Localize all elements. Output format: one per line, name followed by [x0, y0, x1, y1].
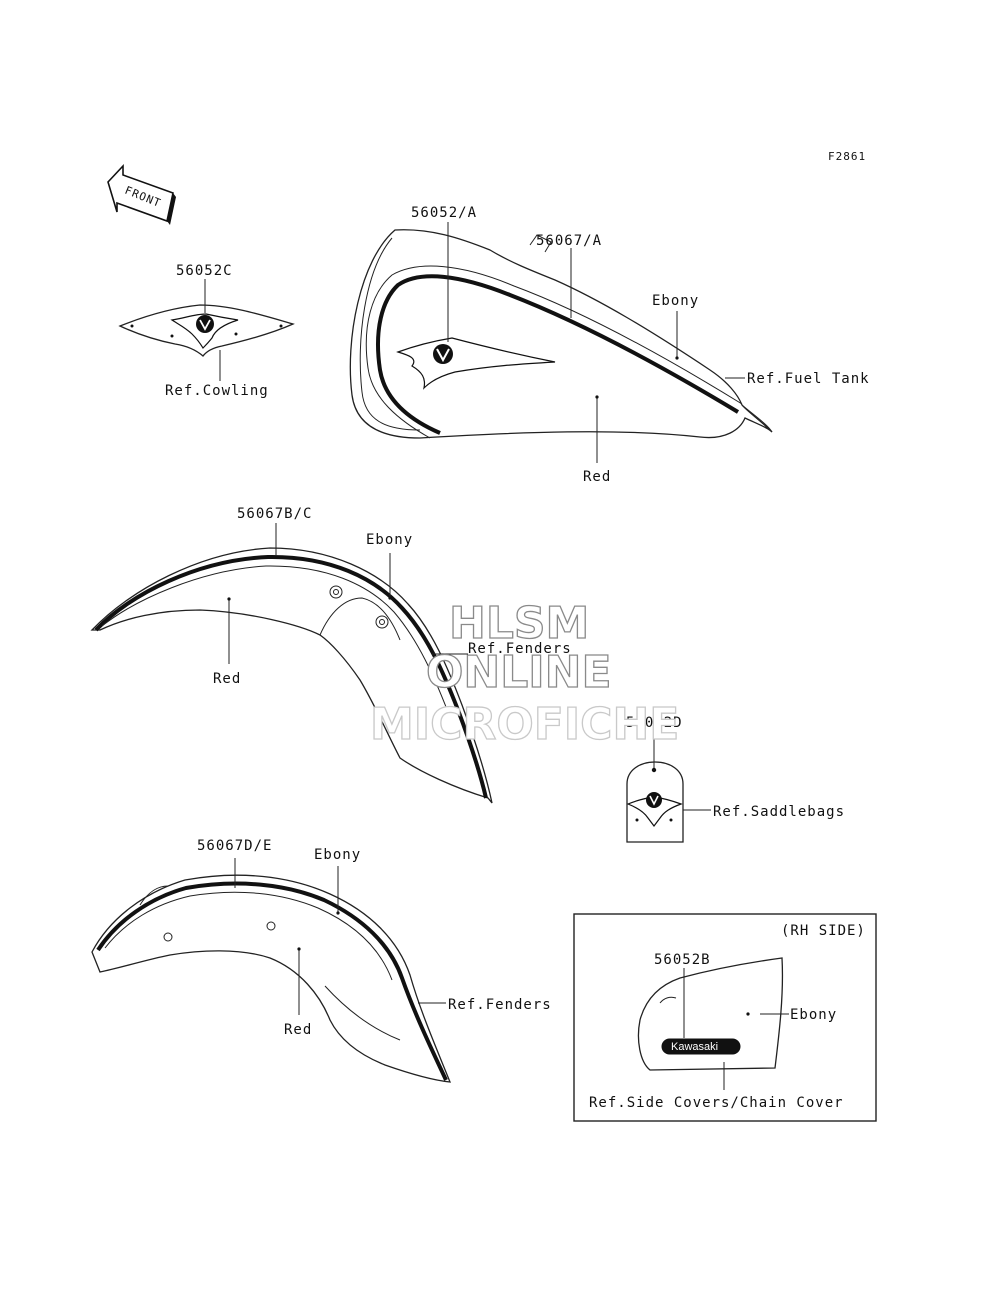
label-tank-ref: Ref.Fuel Tank [747, 371, 870, 387]
label-side-cover-heading: (RH SIDE) [781, 923, 866, 939]
watermark-line1: HLSM [449, 598, 589, 649]
label-tank-stripe-part: 56067/A [536, 233, 602, 249]
label-rear-fender-part: 56067D/E [197, 838, 272, 854]
label-side-cover-color: Ebony [790, 1007, 837, 1023]
figure-code: F2861 [828, 150, 866, 163]
label-side-cover-part: 56052B [654, 952, 711, 968]
label-rear-fender-color-body: Red [284, 1022, 312, 1038]
rear-fender-drawing [91, 858, 452, 1083]
watermark-line2: ONLINE [426, 647, 612, 698]
watermark-line3: MICROFICHE [370, 699, 679, 750]
label-saddlebag-ref: Ref.Saddlebags [713, 804, 845, 820]
label-front-fender-ref: Ref.Fenders [468, 641, 572, 657]
label-cowling-ref: Ref.Cowling [165, 383, 269, 399]
label-front-fender-color-top: Ebony [366, 532, 413, 548]
cowling-emblem-drawing [118, 279, 295, 381]
front-fender-drawing [90, 523, 493, 804]
label-tank-color-top: Ebony [652, 293, 699, 309]
side-cover-badge-text: Kawasaki [671, 1041, 718, 1053]
label-side-cover-ref: Ref.Side Covers/Chain Cover [589, 1095, 844, 1111]
label-front-fender-color-body: Red [213, 671, 241, 687]
fuel-tank-drawing [349, 222, 773, 463]
saddlebag-emblem-drawing [626, 732, 711, 843]
front-arrow-icon: FRONT [107, 163, 176, 225]
side-cover-drawing: Kawasaki [637, 957, 789, 1090]
label-saddlebag-part: 56052D [626, 715, 683, 731]
label-tank-color-body: Red [583, 469, 611, 485]
side-cover-box [573, 913, 877, 1122]
label-front-fender-part: 56067B/C [237, 506, 312, 522]
label-rear-fender-color-top: Ebony [314, 847, 361, 863]
label-tank-emblem-part: 56052/A [411, 205, 477, 221]
kawasaki-badge [661, 1038, 741, 1055]
label-cowling-part: 56052C [176, 263, 233, 279]
label-rear-fender-ref: Ref.Fenders [448, 997, 552, 1013]
